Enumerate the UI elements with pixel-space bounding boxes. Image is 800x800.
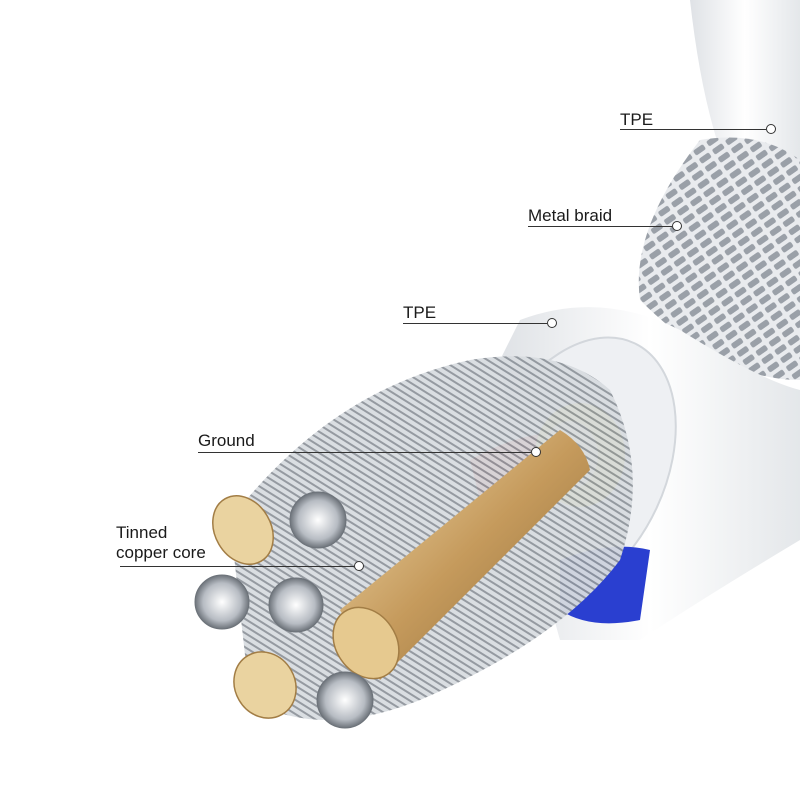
label-ground: Ground: [198, 431, 255, 450]
leader-line-metal-braid: [528, 226, 672, 227]
label-core-line2: copper core: [116, 543, 206, 562]
label-tpe-inner: TPE: [403, 303, 437, 322]
callout-dot-tpe-inner: [547, 318, 557, 328]
tinned-end-2: [194, 574, 250, 630]
copper-conductor-2: [233, 651, 297, 719]
label-core-line1: Tinned: [116, 523, 168, 542]
leader-line-tpe-outer: [620, 129, 766, 130]
tinned-end-4: [316, 671, 374, 729]
callout-dot-metal-braid: [672, 221, 682, 231]
leader-line-tinned-copper-core: [120, 566, 354, 567]
metal-braid: [638, 137, 800, 380]
tinned-end-1: [289, 491, 347, 549]
leader-line-ground: [198, 452, 531, 453]
callout-dot-tinned-copper-core: [354, 561, 364, 571]
callout-dot-ground: [531, 447, 541, 457]
label-tinned-copper-core: Tinned copper core: [116, 523, 206, 563]
label-tpe-outer: TPE: [620, 110, 654, 129]
ground-conductor-end: [332, 606, 400, 680]
leader-line-tpe-inner: [403, 323, 547, 324]
tinned-end-3: [268, 577, 324, 633]
label-metal-braid: Metal braid: [528, 206, 613, 225]
copper-conductor-1: [212, 495, 274, 565]
ground-conductor: [340, 430, 590, 680]
callout-dot-tpe-outer: [766, 124, 776, 134]
